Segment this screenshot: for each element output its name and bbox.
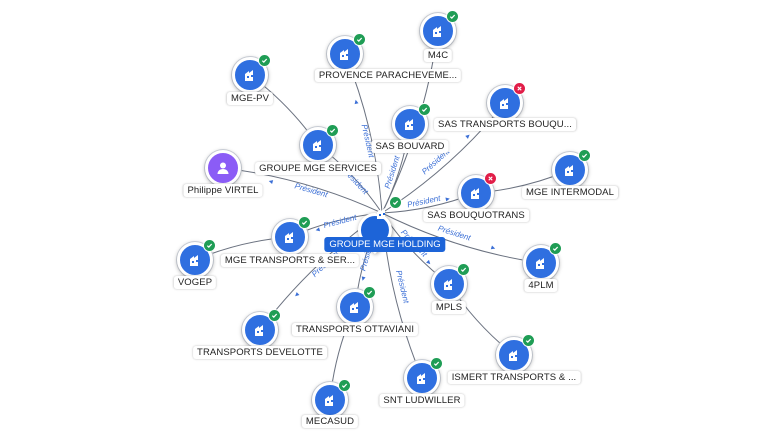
building-icon [187, 252, 203, 268]
building-icon [533, 255, 549, 271]
edge-arrow [295, 292, 300, 297]
check-icon [298, 216, 311, 229]
edge-arrow [315, 227, 321, 232]
building-icon [374, 205, 390, 221]
cross-icon [484, 172, 497, 185]
node-sas_bouvard[interactable] [392, 103, 431, 142]
edge-arrow [268, 180, 274, 184]
node-label: SAS TRANSPORTS BOUQU... [434, 118, 576, 131]
node-label: GROUPE MGE SERVICES [255, 162, 381, 175]
center-node-label: GROUPE MGE HOLDING [324, 237, 446, 252]
node-label: VOGEP [173, 276, 217, 289]
cross-icon [513, 82, 526, 95]
node-label: 4PLM [524, 279, 558, 292]
node-mgepv[interactable] [232, 54, 271, 93]
building-icon [430, 23, 446, 39]
node-m4c[interactable] [420, 10, 459, 49]
node-mge_intermodal[interactable] [552, 149, 591, 188]
edge-arrow [354, 99, 359, 105]
node-label: MGE TRANSPORTS & SER... [220, 254, 360, 267]
node-4plm[interactable] [523, 242, 562, 281]
node-label: PROVENCE PARACHEVEME... [314, 69, 462, 82]
person-icon [215, 160, 231, 176]
node-label: MGE-PV [226, 92, 274, 105]
node-label: Philippe VIRTEL [183, 184, 263, 197]
node-transports_ottaviani[interactable] [337, 286, 376, 325]
check-icon [338, 379, 351, 392]
edge-4plm [381, 212, 542, 264]
node-label: TRANSPORTS OTTAVIANI [291, 323, 419, 336]
check-icon [326, 124, 339, 137]
check-icon [268, 309, 281, 322]
node-mpls[interactable] [431, 263, 470, 302]
edge-role-label: Président [322, 213, 358, 230]
check-icon [457, 263, 470, 276]
check-icon [549, 242, 562, 255]
edge-arrow [465, 134, 470, 139]
edge-arrow [445, 197, 450, 202]
building-icon [497, 95, 513, 111]
check-icon [258, 54, 271, 67]
edge-arrow [490, 245, 496, 250]
check-icon [418, 103, 431, 116]
building-icon [402, 116, 418, 132]
node-provence[interactable] [327, 33, 366, 72]
node-label: SNT LUDWILLER [379, 394, 465, 407]
node-mge_transports_ser[interactable] [272, 216, 311, 255]
check-icon [578, 149, 591, 162]
building-icon [347, 299, 363, 315]
node-groupe_mge_services[interactable] [300, 124, 339, 163]
building-icon [310, 137, 326, 153]
check-icon [363, 286, 376, 299]
node-mecasud[interactable] [312, 379, 351, 418]
building-icon [468, 185, 484, 201]
edge-arrow [426, 259, 431, 265]
check-icon [203, 239, 216, 252]
node-label: ISMERT TRANSPORTS & ... [447, 371, 581, 384]
building-icon [506, 347, 522, 363]
node-label: MPLS [431, 301, 467, 314]
node-label: TRANSPORTS DEVELOTTE [193, 346, 327, 359]
node-label: M4C [423, 49, 453, 62]
node-label: SAS BOUQUOTRANS [423, 209, 529, 222]
building-icon [322, 392, 338, 408]
node-vogep[interactable] [177, 239, 216, 278]
check-icon [522, 334, 535, 347]
node-label: MECASUD [301, 415, 359, 428]
building-icon [242, 67, 258, 83]
node-transports_develotte[interactable] [242, 309, 281, 348]
building-icon [337, 46, 353, 62]
node-sas_transports_bouqu[interactable] [487, 82, 526, 121]
node-ismert[interactable] [496, 334, 535, 373]
node-sas_bouquotrans[interactable] [458, 172, 497, 211]
building-icon [414, 370, 430, 386]
check-icon [446, 10, 459, 23]
node-label: MGE INTERMODAL [522, 186, 618, 199]
node-philippe[interactable] [205, 150, 241, 186]
check-icon [430, 357, 443, 370]
edge-role-label: Président [294, 181, 330, 199]
building-icon [562, 162, 578, 178]
node-label: SAS BOUVARD [371, 140, 449, 153]
check-icon [389, 196, 402, 209]
building-icon [252, 322, 268, 338]
building-icon [441, 276, 457, 292]
check-icon [353, 33, 366, 46]
edge-role-label: Président [394, 269, 411, 305]
node-snt_ludwiller[interactable] [404, 357, 443, 396]
building-icon [282, 229, 298, 245]
edge-arrow [361, 276, 366, 281]
edge-philippe [222, 167, 383, 214]
edge-role-label: Président [406, 193, 442, 209]
